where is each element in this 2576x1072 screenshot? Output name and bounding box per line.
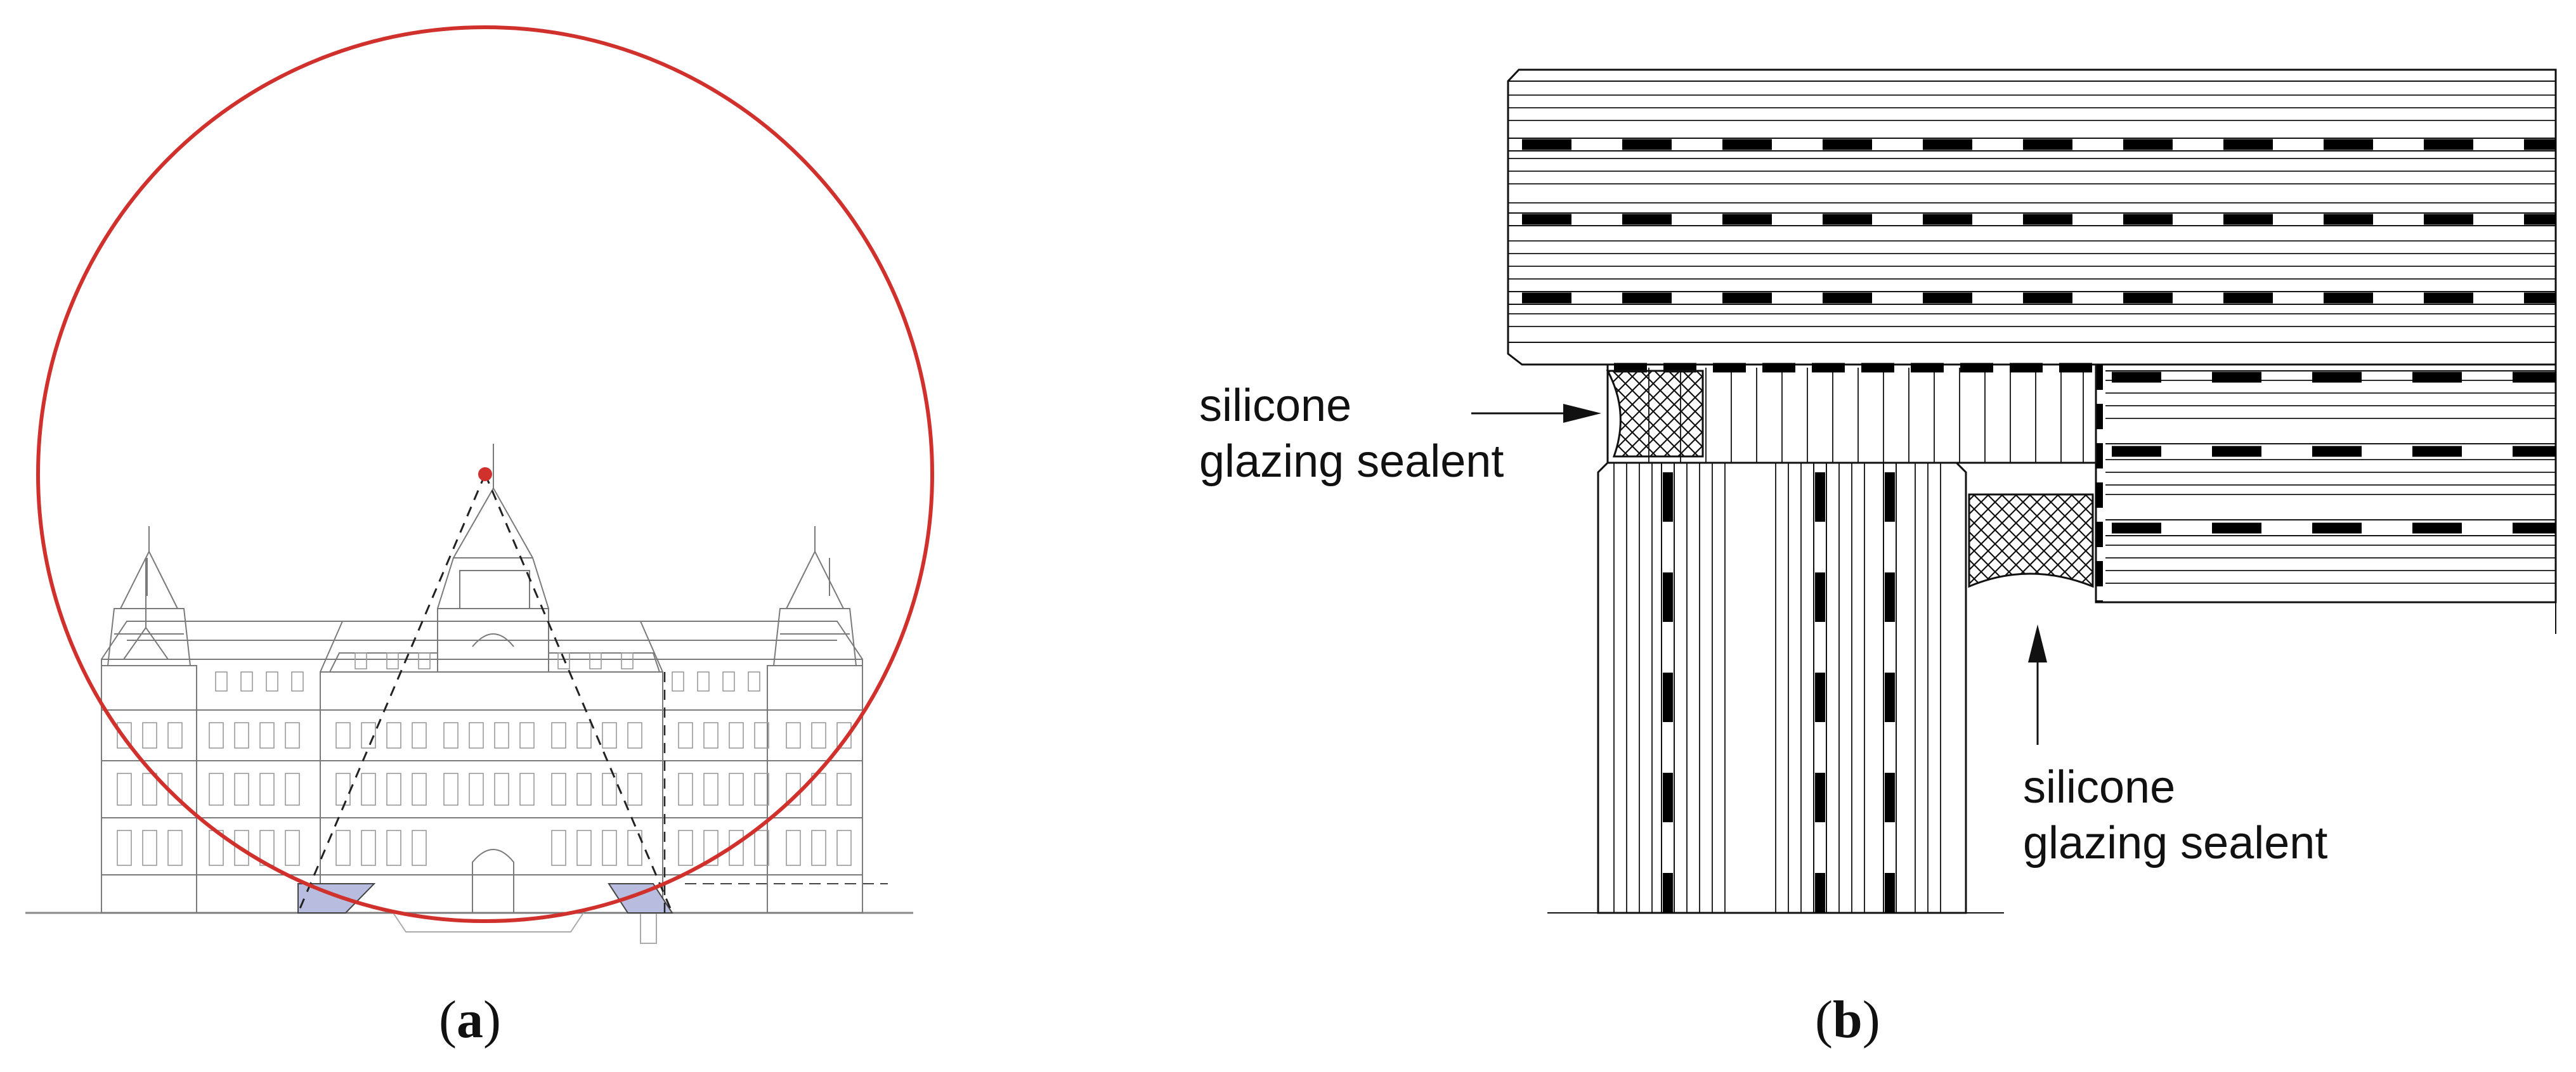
callout-line-2: glazing sealent xyxy=(2023,818,2328,869)
view-cone-right xyxy=(484,474,673,914)
building-elevation xyxy=(101,444,863,944)
right-wedge-shade xyxy=(608,883,673,914)
callout-arrow-2 xyxy=(2028,624,2047,745)
callout-line-1: silicone xyxy=(2023,762,2176,813)
callout-line-2: glazing sealent xyxy=(1199,436,1504,487)
view-circle xyxy=(36,25,934,923)
right-glass-interlayers xyxy=(2112,371,2556,534)
bottom-glass-column xyxy=(1547,462,2004,914)
panel-b-drawing xyxy=(1471,68,2557,914)
sealant-callout-left: silicone glazing sealent xyxy=(1199,378,1504,489)
bottom-column-interlayers xyxy=(1663,472,1895,913)
callout-line-1: silicone xyxy=(1199,380,1352,431)
sealant-block-top xyxy=(1606,370,1704,458)
sealant-block-bottom xyxy=(1968,493,2094,588)
view-cone-left xyxy=(297,474,486,914)
top-glass-interlayers xyxy=(1522,139,2556,304)
panel-label-a: (a) xyxy=(439,990,501,1049)
right-glass-panel xyxy=(2095,363,2557,634)
sealant-callout-bottom: silicone glazing sealent xyxy=(2023,759,2327,871)
panel-a-drawing xyxy=(25,25,934,944)
callout-arrow-1 xyxy=(1471,404,1601,423)
left-wedge-shade xyxy=(297,883,376,914)
circle-center-point xyxy=(478,467,492,481)
panel-label-b: (b) xyxy=(1815,990,1880,1049)
